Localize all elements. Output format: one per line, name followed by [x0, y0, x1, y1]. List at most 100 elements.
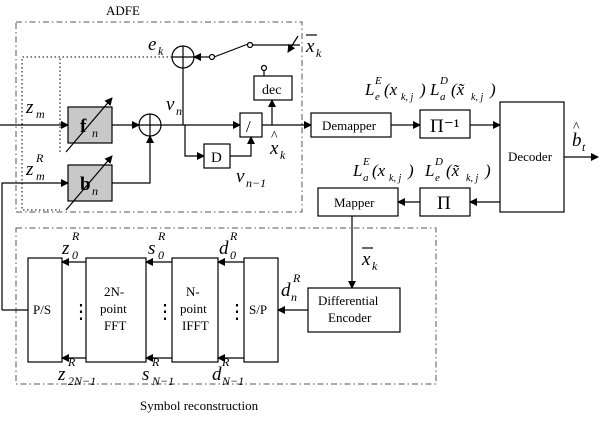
d0R-label: d 0 R [219, 229, 238, 262]
svg-text:0: 0 [230, 248, 236, 262]
svg-text:(x: (x [384, 80, 398, 99]
feedforward-adapt-arrow [65, 97, 113, 153]
differential-encoder-line1: Differential [318, 293, 379, 308]
svg-text:^: ^ [573, 120, 580, 135]
svg-text:L: L [364, 80, 374, 99]
LaE-bot-label: L a E (x k, j ) [352, 156, 414, 184]
svg-text:R: R [67, 355, 76, 369]
svg-text:a: a [363, 172, 369, 184]
svg-text:(x: (x [372, 161, 386, 180]
sN1R-label: s N−1 R [142, 355, 174, 388]
svg-text:N−1: N−1 [151, 374, 174, 388]
sp-label: S/P [249, 302, 267, 317]
svg-text:0: 0 [158, 248, 164, 262]
feedback-adapt-arrow [65, 155, 113, 211]
demapper-label: Demapper [322, 118, 377, 133]
xbar-k2-label: x [361, 249, 371, 270]
adfe-title: ADFE [106, 3, 140, 18]
svg-text:0: 0 [72, 248, 78, 262]
svg-text:e: e [435, 172, 440, 184]
adfe-region [15, 21, 303, 213]
ps-label: P/S [33, 302, 51, 317]
svg-text:D: D [439, 75, 448, 87]
svg-text:d: d [219, 238, 229, 259]
z0R-label: z 0 R [61, 229, 80, 262]
dec-block [253, 75, 293, 101]
interleaver-label: Π [437, 193, 451, 214]
svg-text:L: L [352, 161, 362, 180]
xhat-sub: k [280, 148, 286, 162]
fft-block [85, 257, 147, 363]
svg-text:L: L [424, 161, 434, 180]
vn1-label: v [236, 166, 245, 187]
vn-label: v [166, 94, 175, 115]
svg-text:R: R [221, 355, 230, 369]
fft-line1: 2N- [104, 284, 124, 299]
svg-text:a: a [440, 91, 446, 103]
svg-text:k, j: k, j [471, 92, 483, 103]
xbar-k2-sub: k [372, 259, 378, 273]
bhat-label: b [572, 130, 582, 151]
svg-text:R: R [229, 229, 238, 243]
feedback-filter-sub: n [92, 184, 98, 198]
zm-sub: m [36, 107, 45, 121]
s0R-label: s 0 R [148, 229, 166, 262]
svg-text:k, j: k, j [401, 92, 413, 103]
svg-text:): ) [419, 80, 426, 99]
sp-block [243, 257, 279, 363]
svg-text:k, j: k, j [389, 173, 401, 184]
ek-sub: k [158, 44, 164, 58]
svg-text:z: z [57, 364, 66, 385]
decoder-block [499, 101, 565, 213]
svg-text:k, j: k, j [466, 173, 478, 184]
fft-line3: FFT [104, 318, 126, 333]
symbol-reconstruction-region [15, 227, 437, 385]
LeD-bot-label: L e D (x̃ k, j ) [424, 156, 491, 184]
switch-blade [213, 43, 249, 58]
svg-text:R: R [151, 355, 160, 369]
feedforward-filter-sub: n [92, 126, 98, 140]
ifft-line1: N- [186, 284, 200, 299]
zmR-sup: R [35, 151, 44, 165]
vdots-sp-ifft: ⋮ [227, 301, 247, 323]
svg-text:s: s [148, 238, 155, 259]
svg-text:z: z [61, 238, 70, 259]
bhat-sub: t [582, 140, 586, 154]
svg-text:): ) [407, 161, 414, 180]
svg-text:R: R [71, 229, 80, 243]
feedforward-filter-label: f [80, 116, 87, 137]
svg-text:E: E [374, 75, 382, 87]
zmR-input-line [1, 179, 69, 310]
svg-text:): ) [489, 80, 496, 99]
svg-text:s: s [142, 364, 149, 385]
vn1-sub: n−1 [246, 176, 266, 190]
deinterleaver-label: Π⁻¹ [430, 116, 460, 137]
mapper-label: Mapper [334, 195, 375, 210]
dnR-sub: n [291, 290, 297, 304]
svg-text:(x̃: (x̃ [446, 161, 460, 180]
LaD-top-label: L a D (x̃ k, j ) [429, 75, 496, 103]
switch-top-contact [246, 41, 254, 49]
svg-text:): ) [484, 161, 491, 180]
zmR-sub: m [36, 169, 45, 183]
svg-text:E: E [362, 156, 370, 168]
dec-label: dec [262, 83, 281, 98]
fft-line2: point [100, 301, 127, 316]
LeE-top-label: L e E (x k, j ) [364, 75, 426, 103]
interleaver-block [419, 187, 471, 217]
decoder-label: Decoder [508, 149, 553, 164]
slicer-block [239, 112, 263, 138]
xbar-k-label: x [305, 36, 315, 57]
ifft-block [171, 257, 219, 363]
ek-label: e [148, 34, 156, 55]
feedforward-filter-block [67, 106, 113, 144]
slicer-label: / [246, 117, 251, 136]
ifft-line2: point [180, 301, 207, 316]
demapper-block [310, 112, 392, 138]
svg-text:L: L [429, 80, 439, 99]
svg-text:2N−1: 2N−1 [68, 374, 96, 388]
dnR-label: d [281, 280, 291, 301]
zm-label: z [25, 97, 34, 118]
